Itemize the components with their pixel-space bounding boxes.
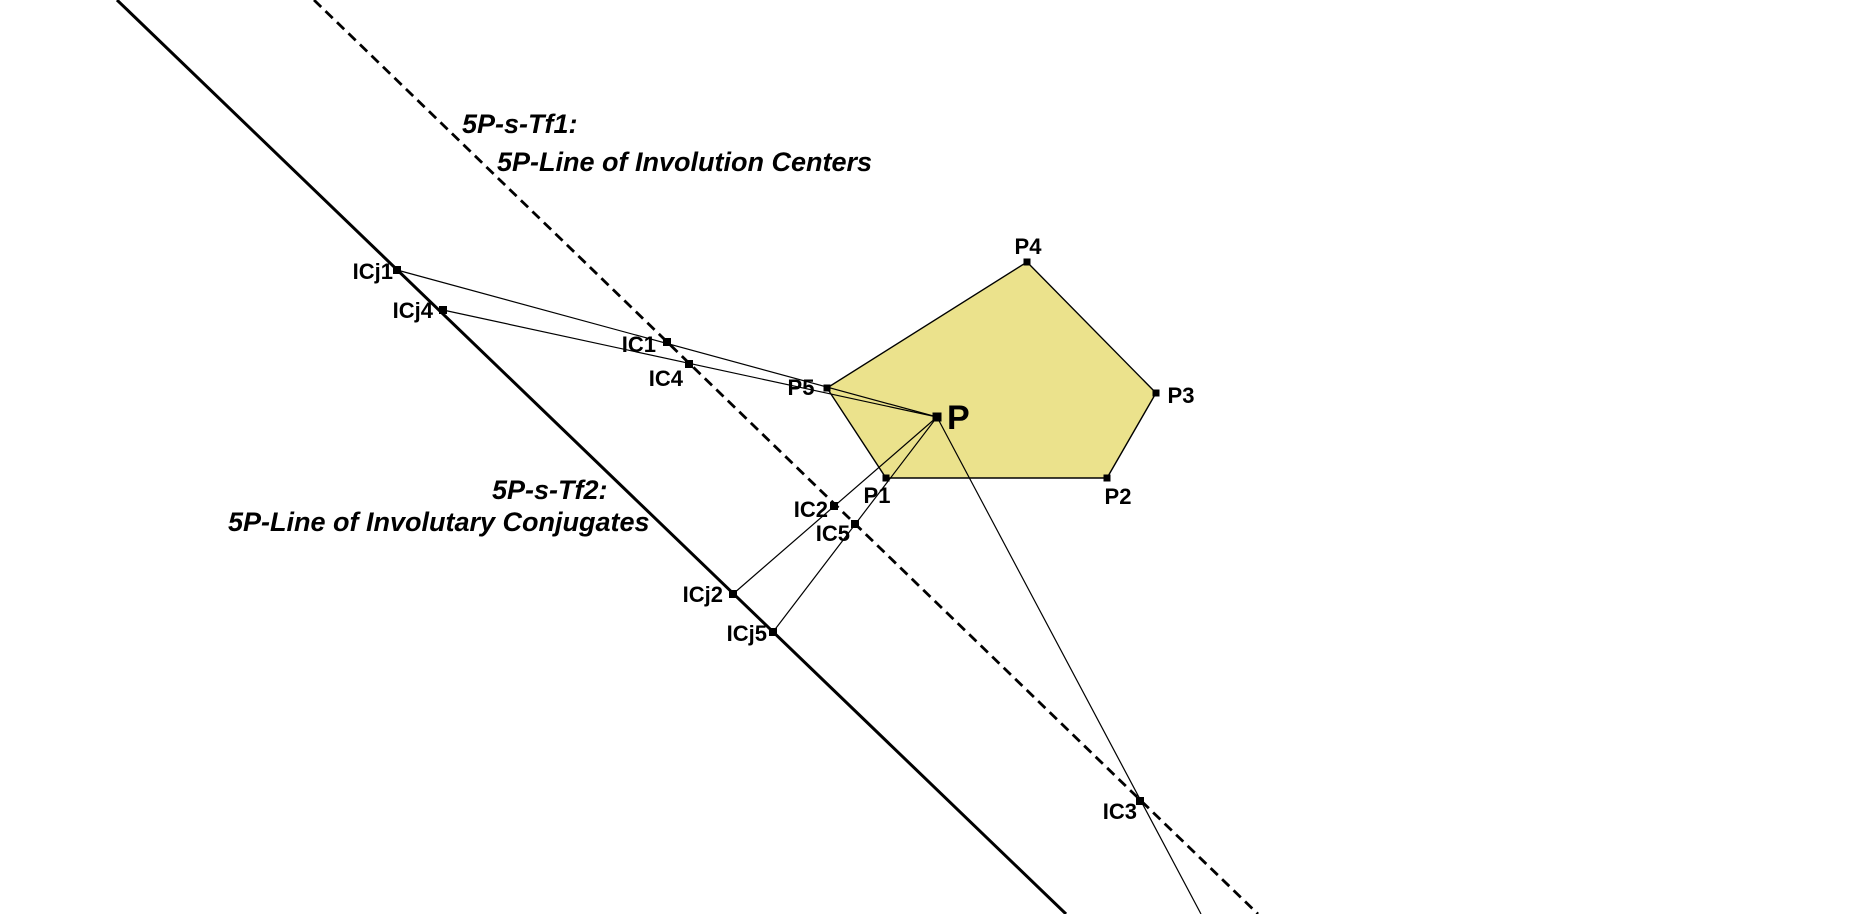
label-P2: P2 <box>1105 484 1132 509</box>
tf2-solid-line <box>115 0 1068 914</box>
tf1-dashed-line <box>313 0 1259 914</box>
marker-ICj2 <box>729 590 737 598</box>
tf2-title-line2: 5P-Line of Involutary Conjugates <box>228 507 650 537</box>
label-P4: P4 <box>1015 234 1043 259</box>
label-IC3: IC3 <box>1103 799 1137 824</box>
label-P: P <box>947 399 970 437</box>
label-IC5: IC5 <box>816 521 850 546</box>
label-P3: P3 <box>1168 383 1195 408</box>
pentagon-layer <box>826 261 1157 479</box>
label-IC1: IC1 <box>622 332 656 357</box>
line-titles-layer: 5P-s-Tf1: 5P-Line of Involution Centers … <box>228 109 872 537</box>
label-ICj1: ICj1 <box>353 259 393 284</box>
marker-ICj5 <box>769 628 777 636</box>
label-IC4: IC4 <box>649 366 684 391</box>
pentagon-P1-P5 <box>826 261 1157 479</box>
ray-P-IC3-extended <box>936 416 1202 914</box>
marker-IC3 <box>1136 797 1144 805</box>
marker-P3 <box>1152 389 1160 397</box>
label-P5: P5 <box>788 375 815 400</box>
marker-ICj4 <box>439 306 447 314</box>
marker-IC4 <box>685 360 693 368</box>
tf1-title-line1: 5P-s-Tf1: <box>462 109 578 139</box>
label-ICj4: ICj4 <box>393 298 434 323</box>
label-IC2: IC2 <box>794 497 828 522</box>
marker-IC2 <box>830 502 838 510</box>
point-markers-layer <box>393 258 1160 805</box>
marker-P5 <box>823 384 831 392</box>
marker-P2 <box>1103 474 1111 482</box>
marker-ICj1 <box>393 266 401 274</box>
label-P1: P1 <box>864 483 891 508</box>
tf2-title-line1: 5P-s-Tf2: <box>492 475 608 505</box>
tf1-title-line2: 5P-Line of Involution Centers <box>497 147 872 177</box>
transversal-lines-layer <box>115 0 1259 914</box>
label-ICj2: ICj2 <box>683 582 723 607</box>
marker-P <box>932 412 942 422</box>
label-ICj5: ICj5 <box>727 621 767 646</box>
marker-P1 <box>882 474 890 482</box>
marker-P4 <box>1023 258 1031 266</box>
marker-IC1 <box>663 338 671 346</box>
marker-IC5 <box>851 520 859 528</box>
